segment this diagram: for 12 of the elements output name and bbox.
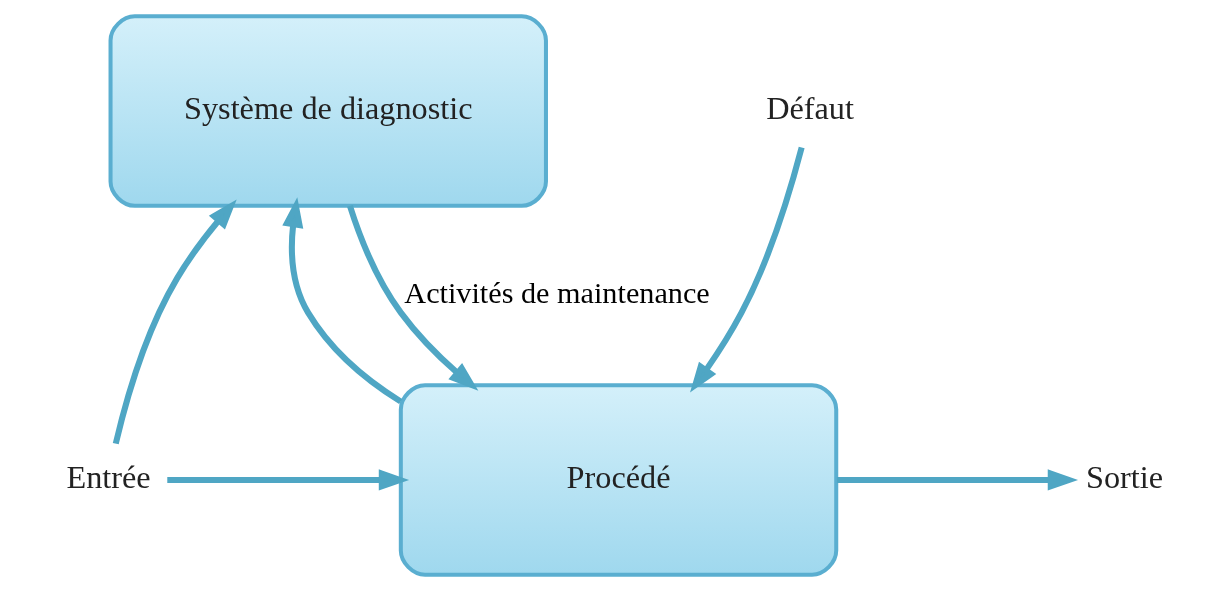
arrow xyxy=(112,199,237,445)
edge-label: Activités de maintenance xyxy=(403,275,710,310)
node-box: Système de diagnostic xyxy=(108,14,548,208)
arrow xyxy=(166,469,409,491)
node-text: Défaut xyxy=(765,89,854,126)
arrow xyxy=(836,469,1078,491)
arrow xyxy=(689,146,805,393)
arrow xyxy=(346,205,478,391)
arrow xyxy=(281,197,402,405)
node-text: Entrée xyxy=(65,458,151,495)
node-box: Procédé xyxy=(398,383,838,577)
node-text: Sortie xyxy=(1085,458,1163,495)
